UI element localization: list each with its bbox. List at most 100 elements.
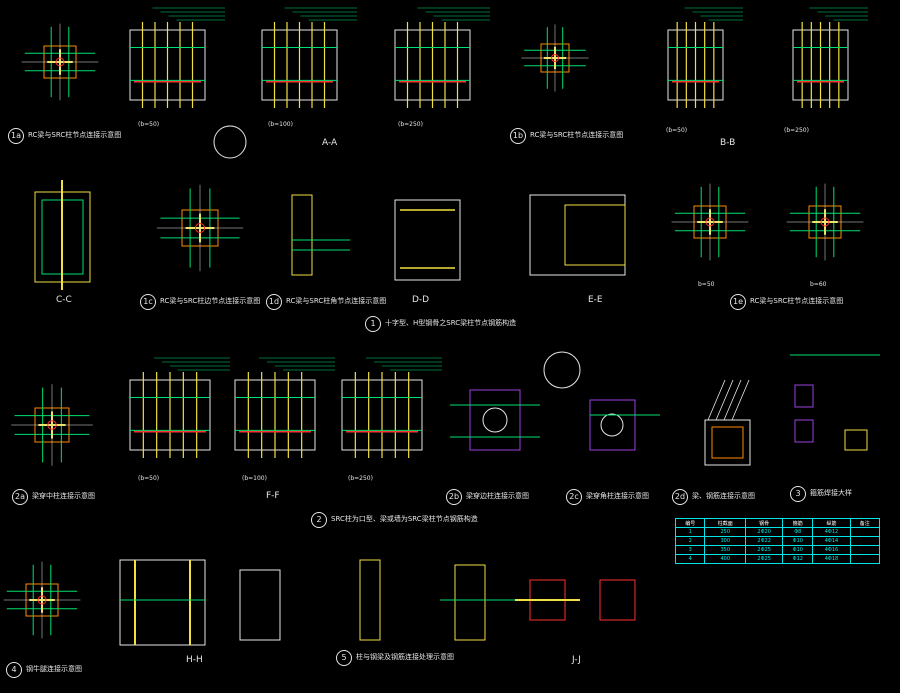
weld-detail-2 [794, 419, 814, 443]
joint-1d-column [291, 194, 313, 276]
dim-note-6: (b=250) [348, 475, 373, 482]
table-cell [849, 554, 881, 564]
table-cell: 2Φ25 [745, 554, 784, 564]
table-cell: 400 [704, 554, 747, 564]
section-e-outline [529, 194, 626, 276]
joint-4-node [37, 595, 47, 605]
table-cell: Φ10 [782, 536, 814, 546]
section-h2-outline [239, 569, 281, 641]
table-cell [849, 545, 881, 555]
table-cell: 4 [674, 554, 706, 564]
joint-1c-node [195, 223, 205, 233]
rebar-schedule-table: 编号 柱截面 钢骨 箍筋 纵筋 备注 1 250 2Φ20 Φ8 4Φ12 2 … [674, 518, 881, 564]
table-row: 4 400 2Φ25 Φ12 4Φ18 [674, 554, 881, 564]
detail-5-column-b [454, 564, 486, 641]
table-cell: 4Φ12 [812, 527, 851, 537]
detail-title-1e: RC梁与SRC柱节点连接示意图 [750, 297, 844, 305]
dim-note-3: (b=250) [398, 121, 423, 128]
section-marker-1: 1 [365, 316, 381, 332]
table-cell: 1 [674, 527, 706, 537]
table-header-cell: 纵筋 [812, 518, 851, 528]
joint-2d-box [704, 419, 751, 466]
weld-detail-1 [794, 384, 814, 408]
table-header-cell: 箍筋 [782, 518, 814, 528]
table-cell [849, 527, 881, 537]
detail-title-2a: 梁穿中柱连接示意图 [32, 492, 95, 500]
detail-title-1a: RC梁与SRC柱节点连接示意图 [28, 131, 122, 139]
table-header-cell: 柱截面 [704, 518, 747, 528]
table-cell: 2Φ22 [745, 536, 784, 546]
section-marker-5: 5 [336, 650, 352, 666]
joint-2d-bar [707, 379, 726, 421]
dim-note-7: (b=50) [666, 127, 688, 134]
joint-2b-pipe [482, 407, 508, 433]
table-cell: Φ12 [782, 554, 814, 564]
dim-note-10: b=60 [810, 281, 827, 288]
detail-marker-2b: 2b [446, 489, 462, 505]
detail-title-1c: RC梁与SRC柱边节点连接示意图 [160, 297, 261, 305]
joint-2d-inner [711, 426, 744, 459]
table-cell [849, 536, 881, 546]
detail-bubble-a [213, 125, 247, 159]
table-cell: 2Φ25 [745, 545, 784, 555]
dim-note-1: (b=50) [138, 121, 160, 128]
dim-note-4: (b=50) [138, 475, 160, 482]
section-cut-d: D-D [412, 295, 430, 305]
table-cell: 350 [704, 545, 747, 555]
section-cut-a: A-A [322, 138, 338, 148]
section-j-box2 [599, 579, 636, 621]
section-cut-j: J-J [572, 655, 581, 665]
detail-marker-2a: 2a [12, 489, 28, 505]
table-row: 1 250 2Φ20 Φ8 4Φ12 [674, 527, 881, 537]
detail-marker-1e: 1e [730, 294, 746, 310]
section-cut-c: C-C [56, 295, 72, 305]
table-cell: 4Φ18 [812, 554, 851, 564]
table-cell: Φ10 [782, 545, 814, 555]
joint-2d-bar [715, 379, 734, 421]
joint-2c-column [589, 399, 636, 451]
detail-title-1d: RC梁与SRC柱角节点连接示意图 [286, 297, 387, 305]
dim-note-8: (b=250) [784, 127, 809, 134]
section-marker-3: 3 [790, 486, 806, 502]
section-d-outline [394, 199, 461, 281]
table-cell: 2 [674, 536, 706, 546]
section-title-1: 十字型、H型钢骨之SRC梁柱节点钢筋构造 [385, 319, 517, 327]
detail-marker-1a: 1a [8, 128, 24, 144]
joint-1b-node [551, 54, 559, 62]
table-header-cell: 编号 [674, 518, 706, 528]
joint-2a-node [47, 420, 57, 430]
detail-title-2b: 梁穿边柱连接示意图 [466, 492, 529, 500]
joint-1e-b-node [820, 217, 830, 227]
detail-bubble-2b [543, 351, 581, 389]
section-h-outline [119, 559, 206, 646]
section-cut-f: F-F [266, 491, 280, 501]
table-header-cell: 钢骨 [745, 518, 784, 528]
table-header-row: 编号 柱截面 钢骨 箍筋 纵筋 备注 [674, 518, 881, 528]
detail-marker-2c: 2c [566, 489, 582, 505]
table-cell: 4Φ16 [812, 545, 851, 555]
joint-1e-a-node [705, 217, 715, 227]
section-title-5: 柱与钢梁及钢筋连接处理示意图 [356, 653, 454, 661]
detail-title-4: 钢牛腿连接示意图 [26, 665, 82, 673]
detail-5-column [359, 559, 381, 641]
dim-note-5: (b=100) [242, 475, 267, 482]
joint-2b-column [469, 389, 521, 451]
table-cell: 3 [674, 545, 706, 555]
table-cell: 250 [704, 527, 747, 537]
detail-marker-1b: 1b [510, 128, 526, 144]
table-header-cell: 备注 [849, 518, 881, 528]
joint-2d-bar [723, 379, 742, 421]
detail-marker-1c: 1c [140, 294, 156, 310]
detail-marker-1d: 1d [266, 294, 282, 310]
joint-1a-node [55, 57, 65, 67]
section-cut-b: B-B [720, 138, 736, 148]
table-row: 3 350 2Φ25 Φ10 4Φ16 [674, 545, 881, 555]
section-cut-e: E-E [588, 295, 603, 305]
table-row: 2 300 2Φ22 Φ10 4Φ14 [674, 536, 881, 546]
table-cell: 4Φ14 [812, 536, 851, 546]
detail-title-2d: 梁、钢筋连接示意图 [692, 492, 755, 500]
section-title-2: SRC柱为口型、梁或墙为SRC梁柱节点钢筋构造 [331, 515, 478, 523]
detail-title-1b: RC梁与SRC柱节点连接示意图 [530, 131, 624, 139]
detail-marker-4: 4 [6, 662, 22, 678]
